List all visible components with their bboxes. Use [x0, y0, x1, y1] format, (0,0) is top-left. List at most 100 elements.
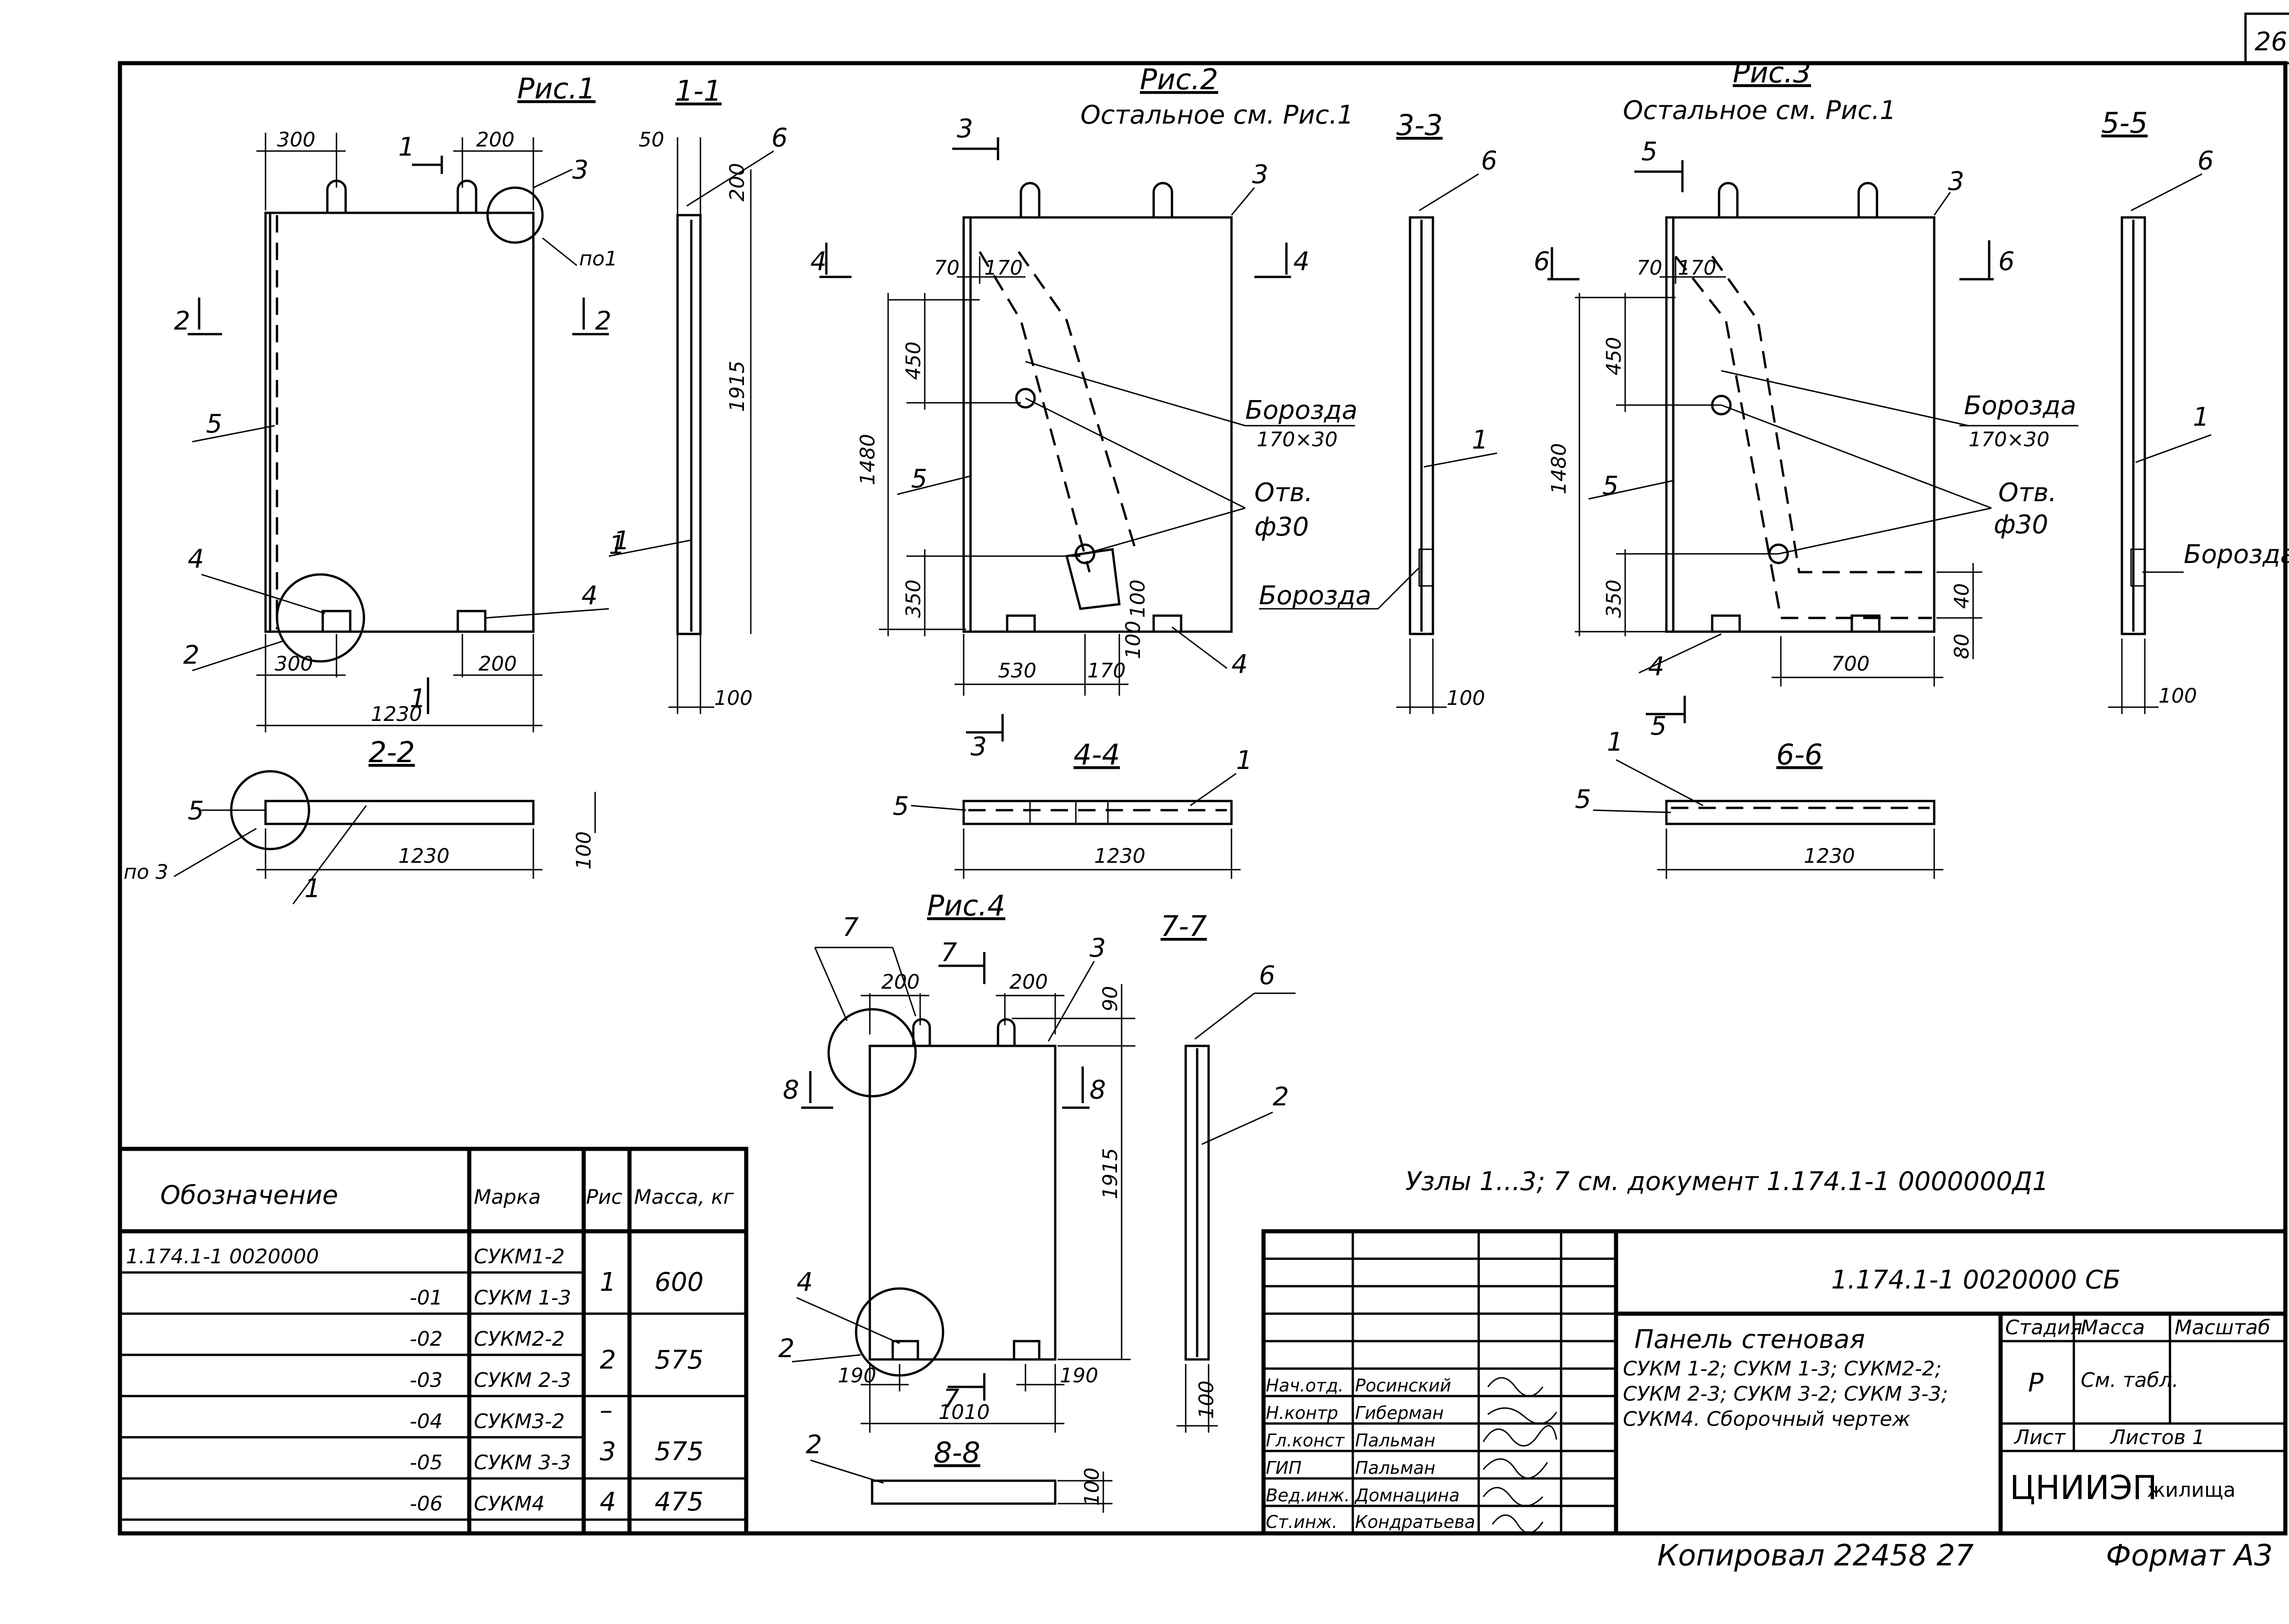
- fig3-dim-450: 450: [1602, 337, 1626, 375]
- sec77-dim-100: 100: [1195, 1380, 1218, 1419]
- fig4-section-7-top: 7: [941, 938, 957, 968]
- sec11-title: 1-1: [675, 74, 721, 108]
- sec33-groove-label: Борозда: [1259, 581, 1371, 611]
- spec-row-4-designation: -03: [410, 1369, 443, 1392]
- spec-row-7-mark: СУКМ4: [474, 1492, 545, 1516]
- fig2-dim-450: 450: [902, 341, 925, 380]
- tb-description-line3: СУКМ 2-3; СУКМ 3-2; СУКМ 3-3;: [1623, 1382, 1948, 1406]
- sec22-dim-1230: 1230: [398, 844, 450, 868]
- fig2-section-3-bottom: 3: [971, 732, 987, 762]
- sheet-number-box: [2244, 12, 2289, 65]
- tb-stage-label: Стадия: [2005, 1316, 2083, 1339]
- fig2-groove-size: 170×30: [1257, 428, 1338, 451]
- spec-group-2-fig: 2: [600, 1345, 616, 1375]
- sec22-dim-100: 100: [572, 831, 596, 870]
- spec-row-3-mark: СУКМ2-2: [474, 1327, 565, 1351]
- fig2-section-3-top: 3: [957, 114, 973, 144]
- sec44-title: 4-4: [1074, 738, 1120, 771]
- sec33-title: 3-3: [1396, 108, 1443, 142]
- tb-sig-3-name: Пальман: [1355, 1430, 1435, 1451]
- fig1-node-ref: по1: [579, 247, 618, 271]
- tb-mass-label: Масса: [2081, 1316, 2145, 1339]
- tb-sig-6-name: Кондратьева: [1355, 1512, 1475, 1532]
- spec-group-3-mass: 575: [655, 1437, 704, 1467]
- figure-2: Рис.2 Остальное см. Рис.1 450 1480 350 7…: [810, 63, 1357, 762]
- tb-sig-1-role: Нач.отд.: [1266, 1375, 1344, 1396]
- fig2-section-4-left: 4: [810, 247, 827, 276]
- fig4-section-7-bottom: 7: [943, 1384, 960, 1414]
- fig2-dim-530: 530: [998, 659, 1036, 682]
- spec-row-1-mark: СУКМ1-2: [474, 1245, 565, 1268]
- fig1-dim-200-top: 200: [476, 128, 515, 152]
- fig2-subtitle: Остальное см. Рис.1: [1080, 100, 1354, 130]
- fig2-dim-100-bottom: 100: [1122, 621, 1145, 659]
- fig2-dim-350: 350: [902, 579, 925, 618]
- fig1-dim-300-top: 300: [277, 128, 315, 152]
- tb-scale-label: Масштаб: [2175, 1316, 2270, 1339]
- fig3-subtitle: Остальное см. Рис.1: [1623, 96, 1896, 125]
- sec77-callout-6: 6: [1259, 961, 1275, 991]
- sheet-frame: [118, 61, 2288, 1536]
- fig4-dim-90: 90: [1099, 986, 1122, 1012]
- tb-sig-5-name: Домнацина: [1354, 1485, 1459, 1505]
- tb-sig-1-name: Росинский: [1355, 1375, 1451, 1396]
- spec-row-4-mark: СУКМ 2-3: [474, 1369, 571, 1392]
- nodes-note: Узлы 1...3; 7 см. документ 1.174.1-1 000…: [1405, 1167, 2049, 1196]
- fig1-dim-1230: 1230: [371, 703, 422, 726]
- fig4-dim-200-left: 200: [881, 970, 920, 994]
- spec-row-6-mark: СУКМ 3-3: [474, 1451, 571, 1474]
- tb-sig-3-role: Гл.конст: [1266, 1430, 1345, 1451]
- sec22-title: 2-2: [369, 736, 415, 769]
- format-label: Формат А3: [2106, 1539, 2273, 1573]
- tb-sig-2-name: Гиберман: [1355, 1403, 1444, 1423]
- fig4-section-8-right: 8: [1090, 1075, 1106, 1105]
- fig3-title: Рис.3: [1733, 56, 1811, 89]
- fig4-callout-4: 4: [797, 1267, 813, 1297]
- spec-header-mark: Марка: [474, 1186, 541, 1209]
- tb-sheet-label: Лист: [2013, 1426, 2066, 1449]
- fig4-dim-190-left: 190: [838, 1364, 876, 1387]
- copied-by: Копировал 22458 27: [1657, 1539, 1974, 1573]
- fig3-dim-80: 80: [1950, 633, 1974, 659]
- spec-header-mass: Масса, кг: [634, 1186, 734, 1209]
- sec88-callout-2: 2: [806, 1430, 822, 1460]
- fig4-callout-7: 7: [842, 913, 859, 942]
- tb-description-line1: Панель стеновая: [1634, 1325, 1865, 1354]
- spec-group-3-dash: –: [600, 1396, 613, 1425]
- fig2-dim-170-top: 170: [984, 256, 1023, 280]
- sec44-dim-1230: 1230: [1094, 844, 1145, 868]
- spec-group-4-fig: 4: [600, 1487, 616, 1517]
- sec44-callout-1: 1: [1236, 746, 1253, 775]
- sec55-callout-1: 1: [2193, 402, 2209, 432]
- fig1-callout-4-left: 4: [188, 544, 204, 574]
- fig3-dim-700: 700: [1831, 652, 1870, 676]
- section-7-7: 7-7 100 6 2: [1161, 909, 1296, 1433]
- fig2-section-4-right: 4: [1293, 247, 1310, 276]
- fig3-dim-70: 70: [1637, 256, 1662, 280]
- sec22-callout-5: 5: [188, 796, 204, 826]
- tb-sig-4-role: ГИП: [1266, 1458, 1302, 1478]
- tb-sig-6-role: Ст.инж.: [1266, 1512, 1338, 1532]
- spec-group-1-fig: 1: [600, 1267, 616, 1297]
- section-3-3: 3-3 100 6 1 Борозда: [1259, 108, 1497, 714]
- fig2-callout-4: 4: [1231, 650, 1248, 679]
- fig3-section-6-right: 6: [1998, 247, 2015, 276]
- section-6-6: 6-6 1230 1 5: [1575, 727, 1943, 879]
- spec-group-4-mass: 475: [655, 1487, 704, 1517]
- fig1-section-1-bottom: 1: [410, 684, 426, 714]
- sec66-callout-5: 5: [1575, 785, 1591, 814]
- spec-group-2-mass: 575: [655, 1345, 704, 1375]
- fig3-hole-label: Отв.: [1998, 478, 2057, 508]
- sheet-number: 26: [2255, 27, 2287, 57]
- tb-sig-4-name: Пальман: [1355, 1458, 1435, 1478]
- fig1-callout-5: 5: [206, 409, 222, 439]
- spec-row-2-mark: СУКМ 1-3: [474, 1286, 571, 1310]
- fig2-hole-label: Отв.: [1254, 478, 1313, 508]
- tb-description-line2: СУКМ 1-2; СУКМ 1-3; СУКМ2-2;: [1623, 1357, 1942, 1380]
- sec88-title: 8-8: [934, 1436, 980, 1469]
- fig4-dim-1010: 1010: [938, 1401, 990, 1424]
- fig3-section-6-left: 6: [1534, 247, 1550, 276]
- spec-row-5-mark: СУКМ3-2: [474, 1410, 565, 1433]
- spec-row-7-designation: -06: [410, 1492, 443, 1516]
